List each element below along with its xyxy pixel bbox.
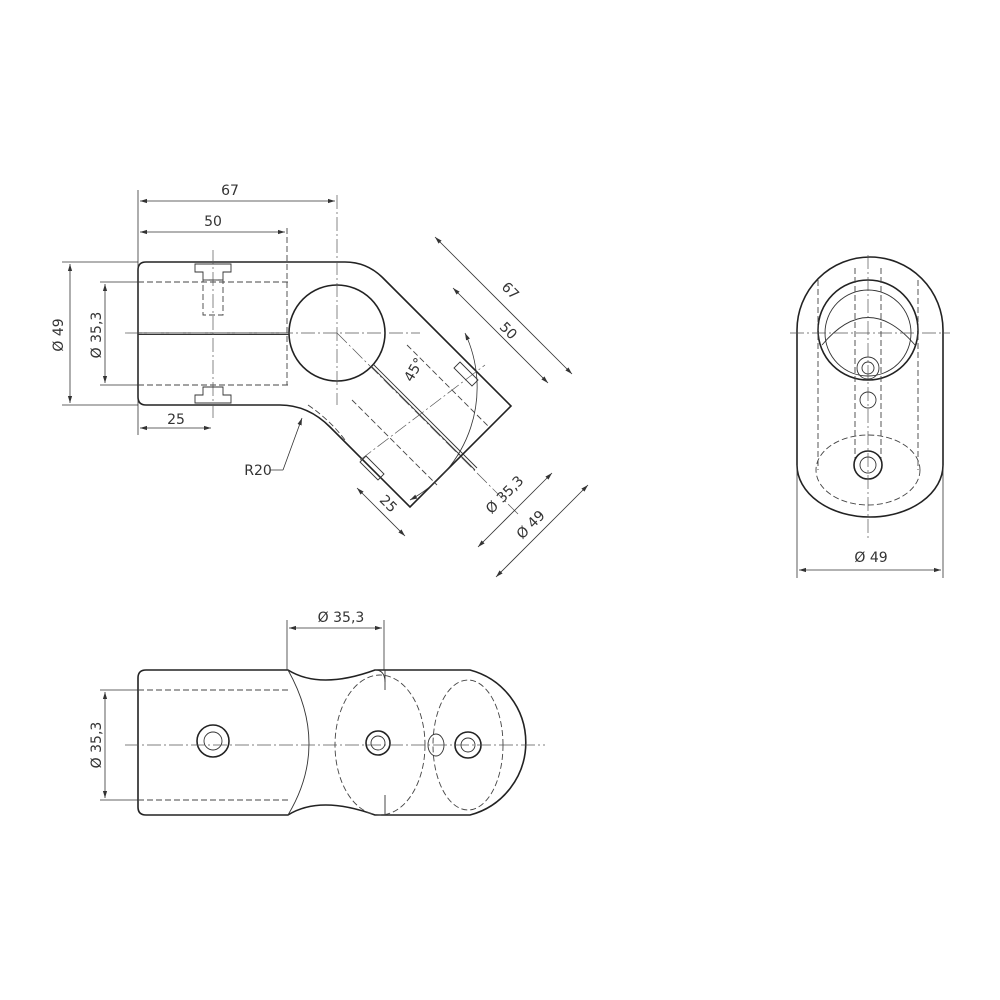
bottom-view: Ø 35,3 Ø 35,3 — [89, 610, 545, 816]
bottom-cross-screw — [365, 730, 391, 756]
dim-inner-diameter: Ø 35,3 — [89, 312, 105, 359]
dim-screw-offset: 25 — [167, 412, 185, 428]
side-view: Ø 49 — [790, 255, 950, 578]
arm-dim-screw-offset: 25 — [376, 492, 400, 516]
dim-body-length: 50 — [204, 214, 222, 230]
side-dim-outer-diameter: Ø 49 — [854, 550, 887, 566]
arm-dim-outer-diameter: Ø 49 — [514, 508, 549, 543]
arm-dim-overall-length: 67 — [498, 279, 522, 303]
bottom-outline — [137, 669, 527, 816]
bottom-set-screw — [196, 724, 230, 758]
side-outline — [796, 256, 944, 518]
dim-radius: R20 — [244, 463, 272, 479]
fitting-outline — [137, 261, 513, 509]
arm-set-screw-bottom — [359, 455, 385, 481]
bottom-dim-inner-diameter: Ø 35,3 — [89, 722, 105, 769]
bottom-dim-cutout-diameter: Ø 35,3 — [318, 610, 365, 626]
dim-overall-length: 67 — [221, 183, 239, 199]
arm-dim-angle: 45° — [401, 355, 427, 385]
dim-outer-diameter: Ø 49 — [51, 318, 67, 351]
arm-set-screw-top — [453, 361, 479, 387]
arm-dim-body-length: 50 — [496, 319, 520, 343]
set-screw-bottom — [194, 386, 232, 404]
front-view: 67 50 Ø 49 Ø 35,3 25 R20 67 50 45° 25 Ø … — [51, 183, 589, 578]
arm-dim-inner-diameter: Ø 35,3 — [483, 473, 527, 517]
